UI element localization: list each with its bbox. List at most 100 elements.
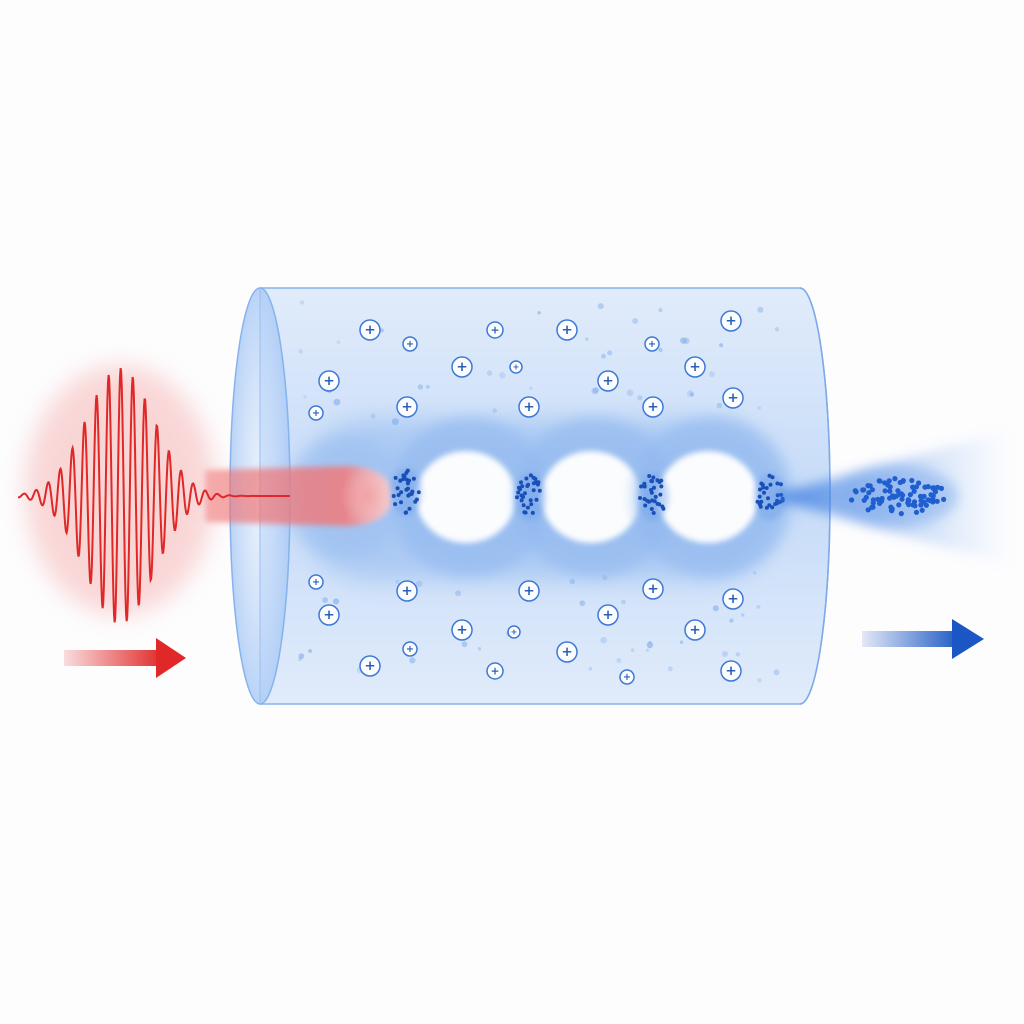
beam-electron <box>918 498 924 504</box>
electron <box>537 488 542 493</box>
positive-ion: + <box>359 655 381 677</box>
electron <box>764 505 769 510</box>
plasma-speckle <box>616 658 622 663</box>
laser-pulse-glow <box>25 365 215 615</box>
laser-direction-arrow <box>64 638 186 678</box>
electron <box>416 490 421 495</box>
ion-ring <box>308 405 324 421</box>
electron <box>411 476 416 481</box>
ion-ring <box>318 370 340 392</box>
plasma-speckle <box>626 389 634 397</box>
electron <box>758 487 762 492</box>
electron <box>651 475 656 480</box>
ion-ring <box>402 641 418 657</box>
ion-ring <box>518 580 540 602</box>
electron <box>658 492 663 497</box>
plasma-speckle <box>682 337 690 345</box>
wake-cavity <box>541 451 641 543</box>
positive-ion: + <box>318 604 340 626</box>
ion-plus-sign: + <box>323 373 334 389</box>
positive-ion: + <box>451 619 473 641</box>
beam-electron <box>882 480 888 486</box>
electron-beam-particles <box>849 476 947 517</box>
ion-ring <box>509 360 523 374</box>
electron <box>404 470 409 475</box>
electron <box>399 490 404 495</box>
ion-plus-sign: + <box>456 359 467 375</box>
ion-ring <box>720 660 742 682</box>
plasma-speckle <box>308 649 312 653</box>
positive-ion: + <box>642 578 664 600</box>
electron-beam <box>778 430 1010 565</box>
plasma-speckle <box>667 666 673 672</box>
beam-electron <box>919 507 925 513</box>
plasma-speckle <box>593 387 600 394</box>
positive-ion: + <box>396 396 418 418</box>
ion-ring <box>451 619 473 641</box>
ion-ring <box>642 578 664 600</box>
ion-plus-sign: + <box>602 373 613 389</box>
beam-electron <box>911 499 918 505</box>
plasma-speckle <box>569 578 576 585</box>
electron <box>659 484 664 489</box>
plasma-speckle <box>632 318 638 324</box>
plasma-speckle <box>298 349 303 354</box>
electron-direction-arrow <box>862 619 984 659</box>
electron <box>528 498 533 503</box>
ion-plus-sign: + <box>312 577 320 588</box>
plasma-speckle <box>322 597 328 603</box>
plasma-speckle <box>486 370 493 376</box>
electron-bunch <box>754 473 786 521</box>
plasma-speckle <box>757 678 762 683</box>
beam-electron <box>888 507 895 514</box>
ion-ring <box>396 580 418 602</box>
plasma-speckle <box>645 648 650 652</box>
electron <box>519 498 524 503</box>
positive-ion: + <box>722 588 744 610</box>
plasma-speckle <box>646 641 654 649</box>
positive-ion: + <box>684 619 706 641</box>
positive-ion: + <box>308 405 324 421</box>
electron <box>406 493 411 498</box>
electron <box>520 484 525 489</box>
ion-plus-sign: + <box>312 408 320 419</box>
ion-ring <box>556 641 578 663</box>
beam-electron <box>887 495 893 501</box>
beam-electron <box>916 480 922 486</box>
beam-electron <box>906 502 912 508</box>
positive-ions: ++++++++++++++++++++++++++++++++ <box>308 310 744 685</box>
plasma-speckle <box>721 651 728 657</box>
electron <box>761 485 766 490</box>
electron <box>647 474 652 478</box>
beam-electron <box>887 484 893 490</box>
electron <box>764 486 769 490</box>
beam-electron <box>895 488 901 494</box>
beam-electron <box>896 502 902 508</box>
ion-plus-sign: + <box>725 663 736 679</box>
ion-ring <box>359 319 381 341</box>
ion-ring <box>402 336 418 352</box>
beam-electron <box>921 493 927 499</box>
beam-electron <box>869 504 875 510</box>
electron <box>649 507 654 511</box>
plasma-speckle <box>637 395 643 401</box>
electron <box>770 475 775 480</box>
electron <box>657 480 662 484</box>
plasma-speckle <box>409 657 416 664</box>
electron <box>393 475 398 480</box>
electron <box>758 504 763 509</box>
electron <box>391 494 396 498</box>
beam-electron <box>922 484 928 490</box>
positive-ion: + <box>642 396 664 418</box>
plasma-speckle <box>529 386 533 390</box>
plasma-speckle <box>658 347 663 353</box>
ion-ring <box>722 588 744 610</box>
electron <box>650 498 655 503</box>
plasma-speckle <box>686 390 694 397</box>
beam-electron <box>913 509 920 515</box>
ion-plus-sign: + <box>401 583 412 599</box>
electron <box>757 494 762 499</box>
plasma-speckle <box>729 618 734 623</box>
